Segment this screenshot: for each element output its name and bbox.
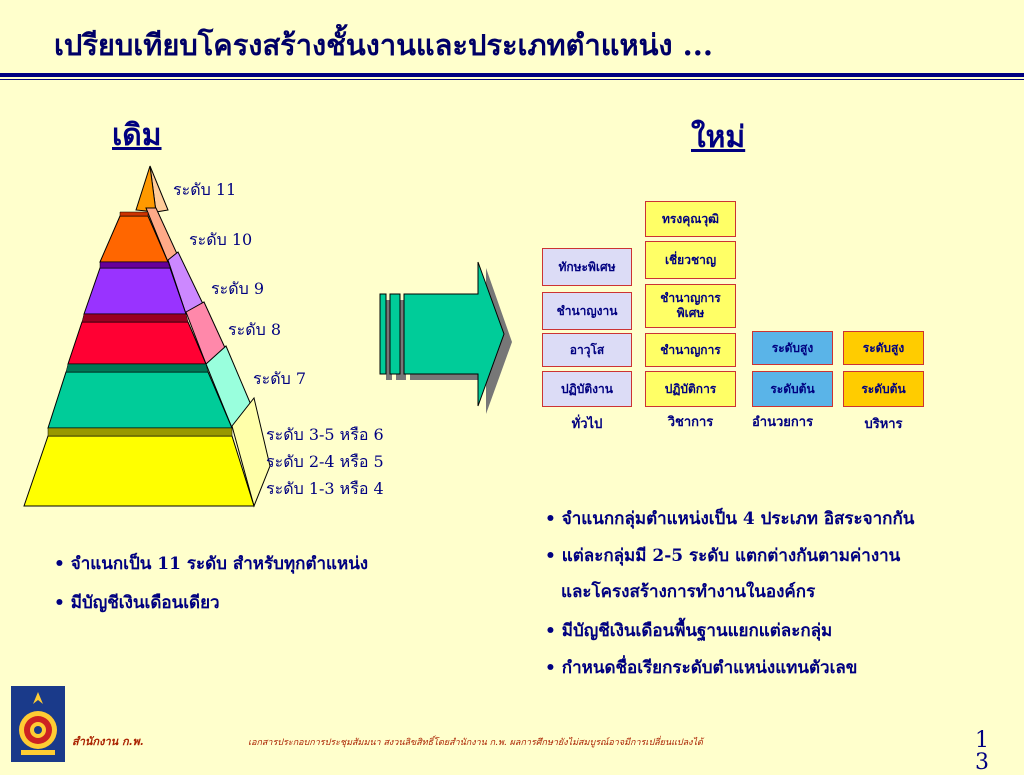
footer-office: สำนักงาน ก.พ. [72, 735, 144, 748]
level-label-7: ระดับ 7 [253, 369, 306, 388]
title-divider [0, 73, 1024, 77]
old-pyramid [23, 165, 270, 508]
level-label-11: ระดับ 11 [173, 180, 237, 199]
new-bullet-2-cont: และโครงสร้างการทำงานในองค์กร [561, 582, 816, 602]
old-bullet-2: • มีบัญชีเงินเดือนเดียว [54, 593, 220, 613]
level-label-2-4: ระดับ 2-4 หรือ 5 [266, 452, 384, 471]
box-director-low: ระดับต้น [752, 371, 833, 407]
level-label-9: ระดับ 9 [211, 279, 264, 298]
box-director-high: ระดับสูง [752, 331, 833, 365]
new-bullet-2: • แต่ละกลุ่มมี 2-5 ระดับ แตกต่างกันตามค่… [545, 546, 901, 566]
pyramid-tier-base [23, 435, 255, 507]
box-general-operational: ปฏิบัติงาน [542, 371, 632, 407]
group-label-general: ทั่วไป [571, 417, 603, 432]
page-number-bottom: 3 [975, 750, 989, 775]
old-heading: เดิม [112, 118, 162, 153]
group-label-academic: วิชาการ [667, 415, 714, 430]
box-academic-practitioner: ปฏิบัติการ [645, 371, 736, 407]
level-label-8: ระดับ 8 [228, 320, 281, 339]
group-label-executive: บริหาร [864, 417, 903, 432]
pyramid-tier-level-9 [83, 267, 187, 315]
pyramid-tier-level-7 [47, 371, 233, 429]
box-academic-special-professional-line1: ชำนาญการ [660, 291, 721, 305]
box-executive-low: ระดับต้น [843, 371, 924, 407]
box-academic-special-professional: ชำนาญการ พิเศษ [645, 284, 736, 328]
box-academic-special-professional-line2: พิเศษ [676, 306, 705, 320]
new-bullet-1: • จำแนกกลุ่มตำแหน่งเป็น 4 ประเภท อิสระจา… [545, 509, 915, 529]
page-number: 1 3 [974, 730, 990, 774]
group-label-director: อำนวยการ [752, 415, 814, 430]
new-heading: ใหม่ [691, 120, 746, 155]
page-number-top: 1 [975, 728, 989, 753]
new-bullet-4: • กำหนดชื่อเรียกระดับตำแหน่งแทนตัวเลข [545, 658, 858, 678]
page-title: เปรียบเทียบโครงสร้างชั้นงานและประเภทตำแห… [54, 28, 713, 62]
pyramid-tier-level-8 [67, 321, 207, 365]
level-label-3-5: ระดับ 3-5 หรือ 6 [266, 425, 384, 444]
level-label-10: ระดับ 10 [189, 230, 253, 249]
box-general-senior: อาวุโส [542, 333, 632, 367]
level-label-1-3: ระดับ 1-3 หรือ 4 [266, 479, 384, 498]
title-divider-thin [0, 79, 1024, 80]
box-academic-professional: ชำนาญการ [645, 333, 736, 367]
transition-arrow-icon [379, 261, 512, 414]
box-general-special-skill: ทักษะพิเศษ [542, 248, 632, 286]
old-bullet-1: • จำแนกเป็น 11 ระดับ สำหรับทุกตำแหน่ง [54, 554, 369, 574]
new-bullet-3: • มีบัญชีเงินเดือนพื้นฐานแยกแต่ละกลุ่ม [545, 621, 833, 641]
footer-note: เอกสารประกอบการประชุมสัมมนา สงวนลิขสิทธิ… [248, 738, 703, 748]
box-general-skilled: ชำนาญงาน [542, 292, 632, 330]
box-academic-expert: เชี่ยวชาญ [645, 241, 736, 279]
pyramid-side-base [231, 396, 270, 508]
box-academic-expert-qualified: ทรงคุณวุฒิ [645, 201, 736, 237]
ocsc-logo [11, 686, 65, 762]
ocsc-seal-icon [19, 692, 57, 755]
pyramid-tier-level-11 [135, 165, 157, 213]
box-executive-high: ระดับสูง [843, 331, 924, 365]
